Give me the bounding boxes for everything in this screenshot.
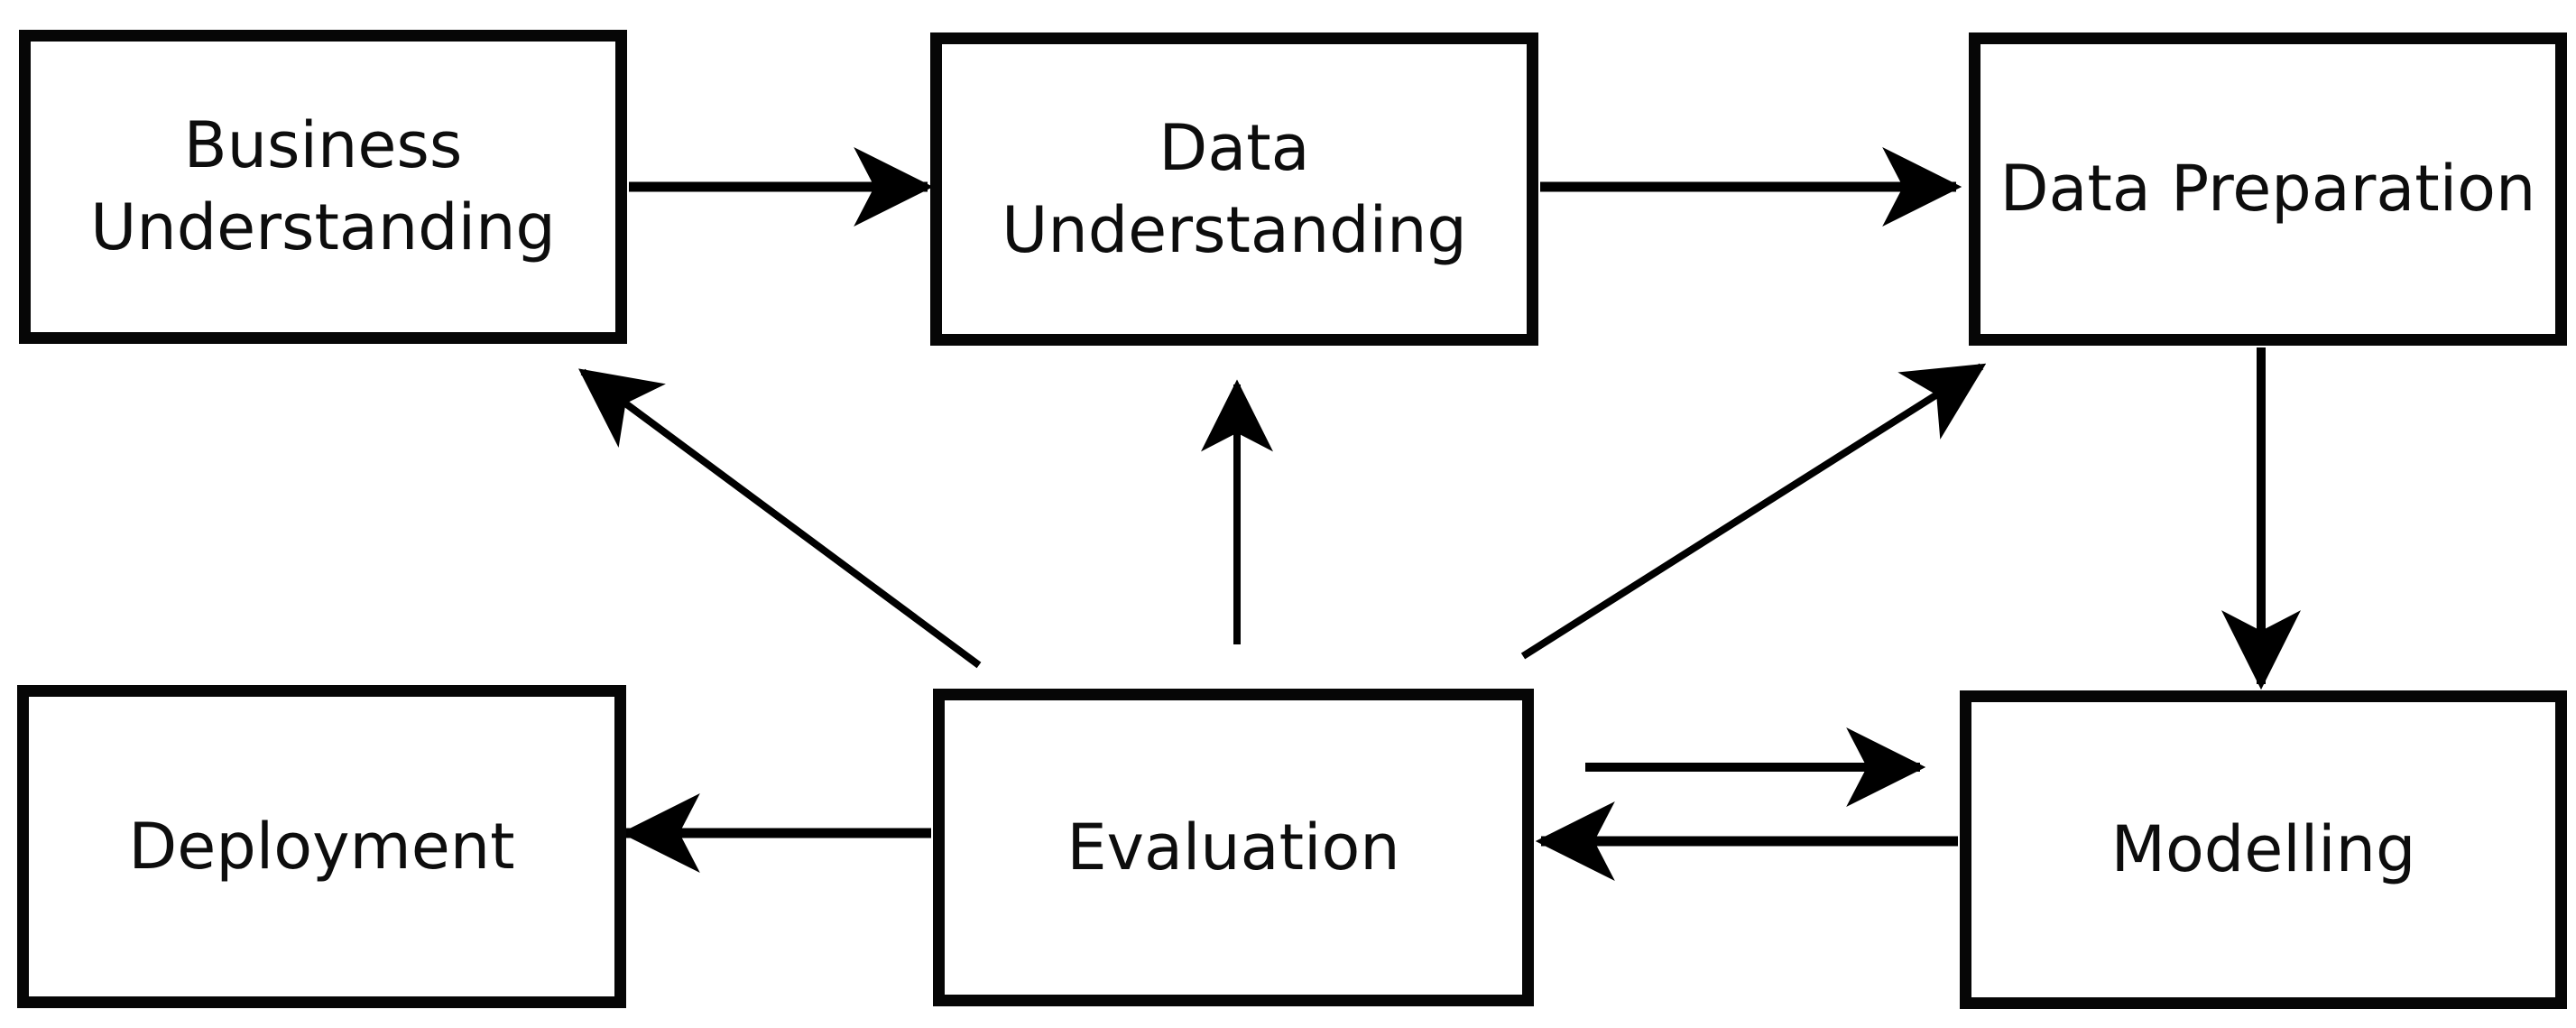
node-evaluation: Evaluation [933,689,1534,1006]
node-deployment: Deployment [17,685,626,1008]
node-business-understanding: Business Understanding [19,30,627,344]
node-label: Business Understanding [90,108,556,264]
arrow-evaluation-to-business-understanding [578,368,982,669]
node-label: Deployment [128,809,515,884]
node-label: Evaluation [1066,810,1400,884]
node-label: Modelling [2110,812,2416,886]
node-label: Data Understanding [1002,110,1467,267]
node-data-understanding: Data Understanding [930,32,1538,346]
node-data-preparation: Data Preparation [1969,32,2567,346]
arrow-evaluation-to-data-preparation [1520,363,1987,660]
node-label: Data Preparation [1999,152,2536,226]
node-modelling: Modelling [1960,690,2567,1009]
